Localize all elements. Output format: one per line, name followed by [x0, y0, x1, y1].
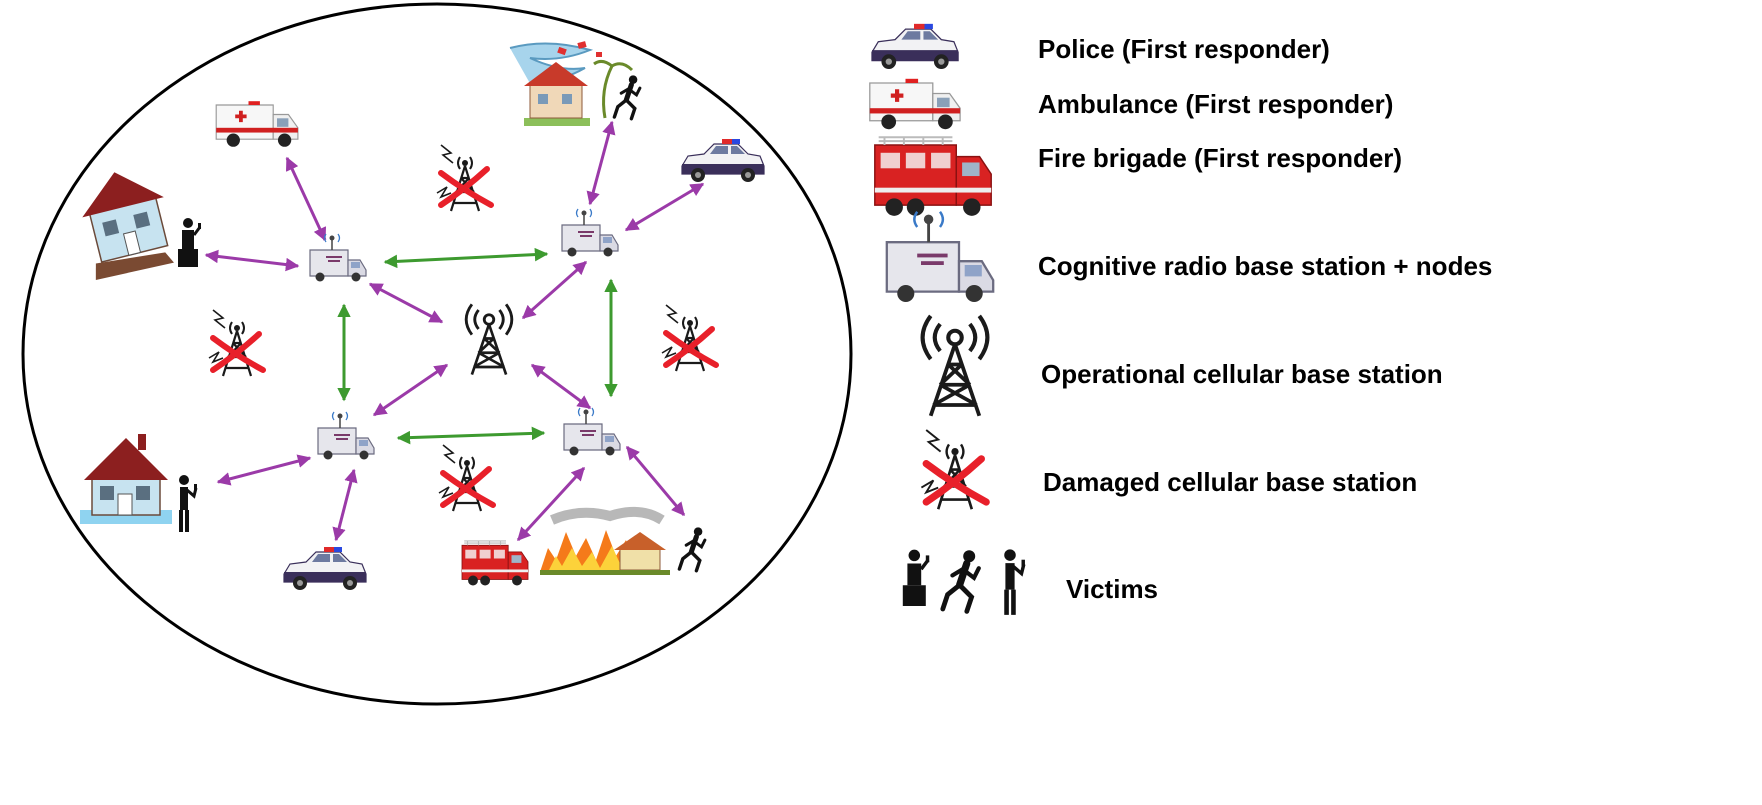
legend-crbs-label: Cognitive radio base station + nodes — [1038, 251, 1493, 281]
cell-tower-icon — [464, 302, 514, 377]
damaged-tower-icon — [921, 430, 986, 509]
link-br-tower — [530, 363, 592, 410]
link-tl-tower — [368, 282, 444, 324]
tornado-icon — [509, 41, 634, 126]
link-tr-tower — [521, 260, 588, 320]
legend-fire-label: Fire brigade (First responder) — [1038, 143, 1403, 173]
link-firetruck — [516, 466, 586, 542]
cr-van-icon — [309, 233, 367, 283]
link-fire-victim — [625, 445, 686, 517]
victim-icon — [176, 216, 203, 269]
police-car-icon — [871, 23, 959, 70]
ambulance-icon — [869, 78, 961, 130]
legend-damaged-label: Damaged cellular base station — [1043, 467, 1418, 497]
damaged-tower-icon — [209, 310, 263, 376]
link-cr-bottom — [396, 426, 546, 445]
link-victim-flood-house — [216, 454, 312, 486]
cr-van-icon — [317, 411, 375, 461]
wildfire-icon — [540, 506, 670, 575]
victim-icon — [679, 527, 705, 570]
house-icon — [82, 172, 174, 280]
cell-tower-icon — [923, 316, 988, 416]
victim-icon — [901, 547, 931, 608]
link-tornado-victim — [586, 120, 616, 206]
police-car-icon — [681, 138, 765, 183]
cr-van-icon — [885, 210, 995, 304]
cr-van-icon — [563, 407, 621, 457]
purple-links — [204, 120, 705, 542]
green-links — [337, 247, 618, 445]
legend-police-label: Police (First responder) — [1038, 34, 1330, 64]
legend-operational-label: Operational cellular base station — [1041, 359, 1443, 389]
coverage-area-boundary — [21, 2, 853, 706]
link-bl-tower — [372, 363, 449, 417]
damaged-tower-icon — [437, 145, 491, 211]
fire-truck-icon — [461, 540, 529, 587]
legend-ambulance-label: Ambulance (First responder) — [1038, 89, 1394, 119]
fire-truck-icon — [873, 136, 993, 217]
victim-icon — [1004, 549, 1025, 615]
link-ambulance — [285, 156, 327, 242]
cr-van-icon — [561, 208, 619, 258]
link-victim-tilted-house — [204, 249, 300, 272]
legend-victims-label: Victims — [1066, 574, 1159, 604]
damaged-tower-icon — [439, 445, 493, 511]
victim-icon — [614, 75, 640, 118]
ambulance-icon — [215, 100, 299, 148]
victim-icon — [943, 550, 979, 611]
link-police-top — [624, 182, 705, 232]
damaged-tower-icon — [662, 305, 716, 371]
police-car-icon — [283, 546, 367, 591]
link-police-bottom — [332, 468, 358, 542]
link-cr-top — [383, 247, 549, 269]
house-icon — [80, 434, 172, 524]
victim-icon — [177, 473, 199, 534]
